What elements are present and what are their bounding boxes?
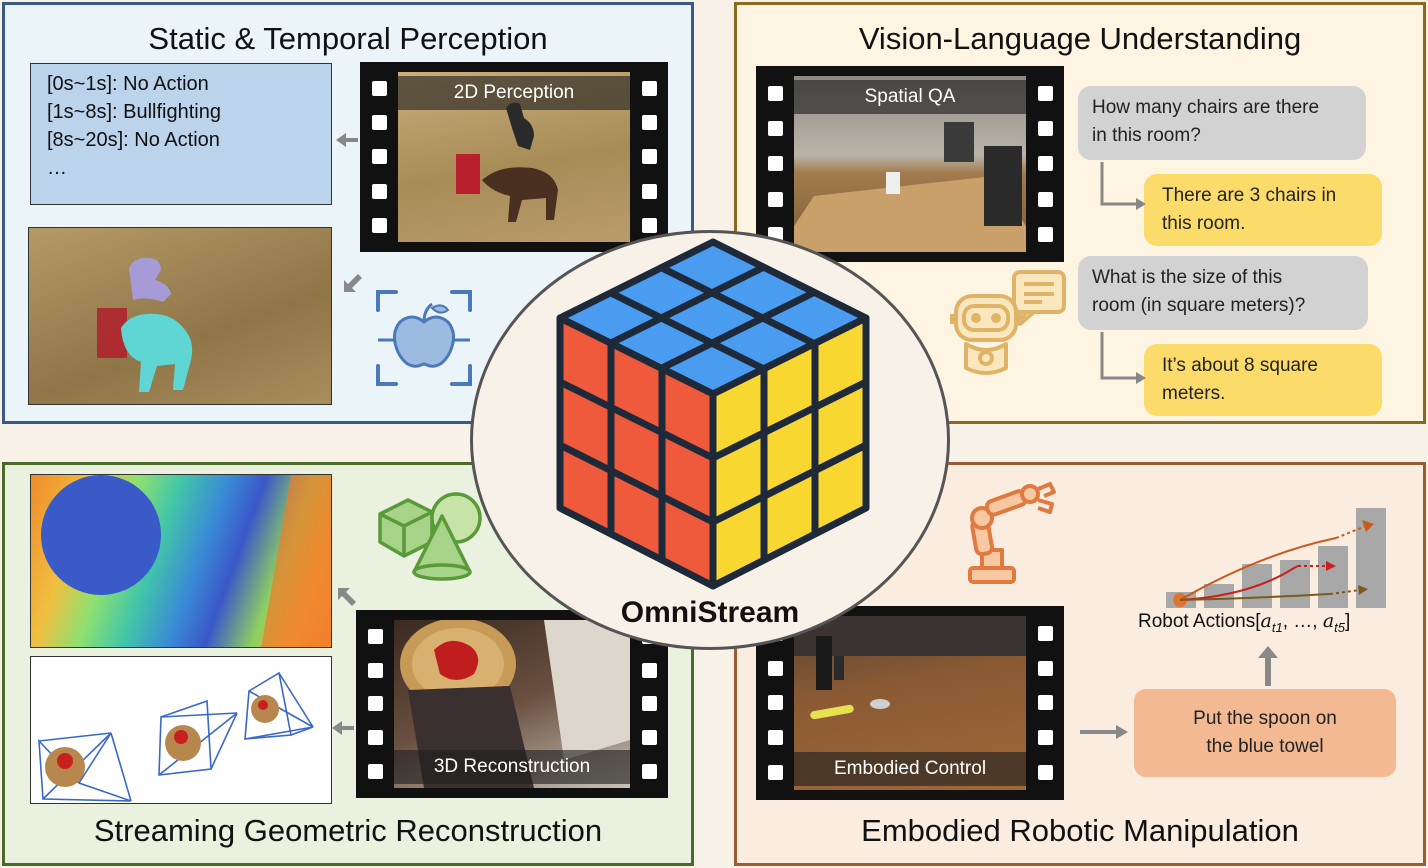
reply-arrow-icon <box>1100 162 1146 210</box>
action-segment: [0s~1s]: No Action <box>47 73 209 95</box>
rubiks-cube-icon <box>556 238 870 590</box>
arrow-up-icon <box>1258 646 1278 686</box>
bullfight-frame: 2D Perception <box>398 72 630 242</box>
panel-title-static-temporal: Static & Temporal Perception <box>148 21 548 56</box>
arrow-down-left-icon <box>344 274 362 292</box>
arrow-left-icon <box>336 133 358 147</box>
frame-label-3d: 3D Reconstruction <box>394 750 630 784</box>
answer-bubble: It’s about 8 square meters. <box>1144 344 1382 416</box>
panel-title-vision-language: Vision-Language Understanding <box>858 21 1302 56</box>
action-segment: … <box>47 157 67 179</box>
camera-poses-image <box>30 656 332 804</box>
brand-name: OmniStream <box>620 596 800 629</box>
question-bubble: What is the size of this room (in square… <box>1078 256 1368 330</box>
frame-label-spatial-qa: Spatial QA <box>794 80 1026 114</box>
3d-shapes-icon <box>378 492 482 581</box>
depth-map-image <box>30 474 332 648</box>
segmentation-image <box>28 227 332 405</box>
film-embodied-control: Embodied Control <box>756 606 1064 800</box>
film-spatial-qa: Spatial QA <box>756 66 1064 262</box>
arrow-up-left-icon <box>338 588 356 606</box>
panel-title-robotic: Embodied Robotic Manipulation <box>861 813 1299 848</box>
object-detection-apple-icon <box>376 290 472 386</box>
robot-table-frame: Embodied Control <box>794 616 1026 790</box>
film-2d-perception: 2D Perception <box>360 62 668 252</box>
chatbot-icon <box>950 270 1066 375</box>
robot-actions-chart <box>1166 508 1386 608</box>
frame-label-embodied: Embodied Control <box>794 752 1026 786</box>
action-segment: [1s~8s]: Bullfighting <box>47 101 221 123</box>
panel-title-geometric: Streaming Geometric Reconstruction <box>93 813 603 848</box>
reply-arrow-icon <box>1100 332 1146 384</box>
question-bubble: How many chairs are there in this room? <box>1078 86 1366 160</box>
film-3d-reconstruction: 3D Reconstruction <box>356 610 668 798</box>
bottle-cap-frame: 3D Reconstruction <box>394 620 630 788</box>
instruction-box: Put the spoon on the blue towel <box>1134 689 1396 777</box>
arrow-right-icon <box>1080 725 1128 739</box>
answer-bubble: There are 3 chairs in this room. <box>1144 174 1382 246</box>
action-segment-list: [0s~1s]: No Action [1s~8s]: Bullfighting… <box>30 63 332 205</box>
action-segment: [8s~20s]: No Action <box>47 129 220 151</box>
room-frame: Spatial QA <box>794 76 1026 252</box>
action-bar <box>1318 546 1348 608</box>
segmentation-masks <box>97 257 193 392</box>
robot-actions-label: Robot Actions[at1, …, at5] <box>1138 610 1351 635</box>
arrow-left-icon <box>332 721 354 735</box>
robot-arm-icon <box>968 482 1056 584</box>
